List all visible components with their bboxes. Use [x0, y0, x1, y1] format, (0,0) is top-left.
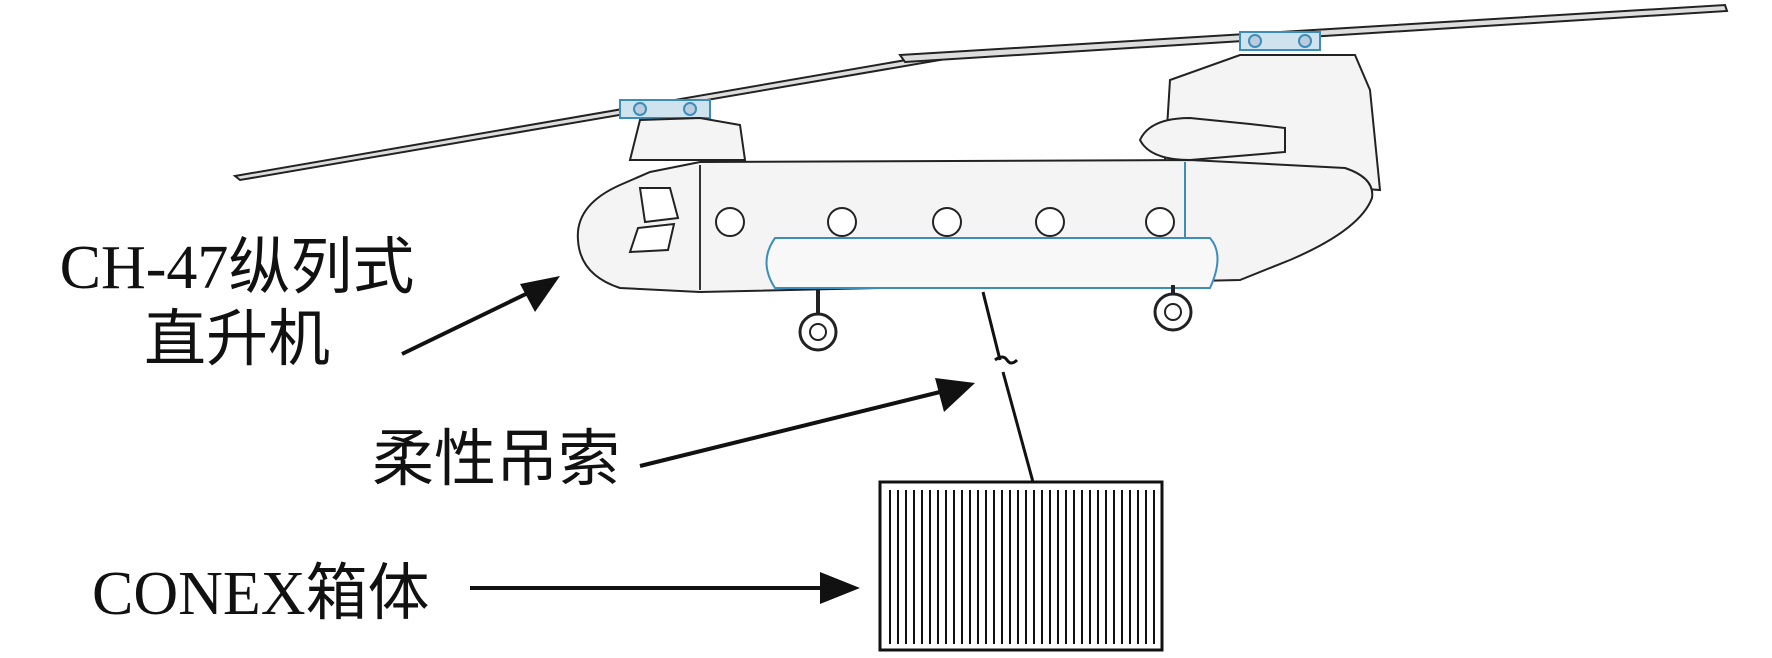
arrow-sling	[639, 378, 975, 468]
front-rotor-hub	[619, 99, 711, 119]
sling-rope-icon	[981, 291, 1035, 483]
front-pylon	[628, 116, 747, 161]
container-icon	[878, 480, 1164, 652]
helicopter-label-line2: 直升机	[143, 306, 330, 374]
cockpit-window	[628, 222, 676, 254]
engine-pod	[1138, 116, 1286, 162]
helicopter-label: CH-47纵列式 直升机	[42, 232, 432, 376]
helicopter-icon	[232, 3, 1729, 352]
container-label: CONEX箱体	[92, 560, 430, 628]
rear-rotor-hub	[1239, 31, 1321, 51]
arrow-helicopter	[401, 276, 560, 356]
front-landing-gear	[798, 290, 838, 352]
sponson	[765, 237, 1219, 289]
arrow-container	[470, 572, 860, 604]
sling-label: 柔性吊索	[372, 426, 621, 494]
rear-landing-gear	[1153, 285, 1193, 332]
helicopter-label-line1: CH-47纵列式	[59, 234, 415, 302]
cockpit-window	[638, 187, 680, 224]
fuselage-windows	[715, 207, 1175, 237]
